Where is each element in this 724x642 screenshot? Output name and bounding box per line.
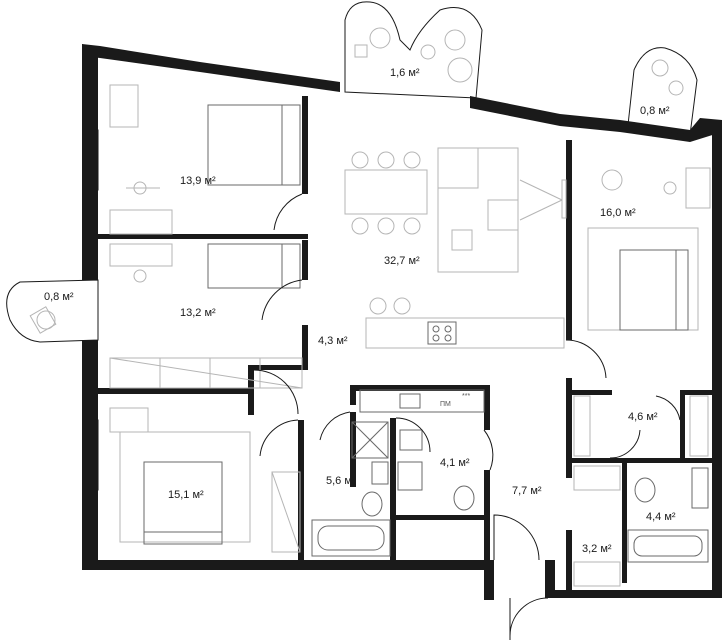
windows bbox=[83, 65, 611, 491]
bathroom-furniture bbox=[311, 421, 709, 563]
interior-walls bbox=[98, 96, 712, 590]
bedroom-1-furniture bbox=[109, 84, 301, 235]
area-bedroom-1: 13,9 м² bbox=[180, 175, 216, 187]
bedroom-3-furniture bbox=[109, 407, 301, 553]
area-bathroom-1: 5,6 м² bbox=[326, 475, 356, 487]
area-balcony-left: 0,8 м² bbox=[44, 291, 74, 303]
bedroom-2-furniture bbox=[109, 243, 303, 389]
balcony-left-shape bbox=[6, 279, 99, 343]
area-bedroom-3: 15,1 м² bbox=[168, 489, 204, 501]
area-balcony-right: 0,8 м² bbox=[640, 105, 670, 117]
living-kitchen-furniture bbox=[344, 147, 567, 349]
wardrobes bbox=[573, 395, 709, 587]
area-living-kitchen: 32,7 м² bbox=[384, 255, 420, 267]
doors bbox=[253, 193, 681, 640]
area-balcony-top: 1,6 м² bbox=[390, 67, 420, 79]
area-utility: 4,1 м² bbox=[440, 457, 470, 469]
balcony-right-shape bbox=[627, 47, 698, 136]
stove-marks: *** bbox=[462, 393, 470, 400]
area-bedroom-master: 16,0 м² bbox=[600, 207, 636, 219]
bedroom-master-furniture bbox=[587, 167, 711, 331]
area-bathroom-2: 4,4 м² bbox=[646, 511, 676, 523]
area-corridor: 7,7 м² bbox=[512, 485, 542, 497]
dishwasher-label: ПМ bbox=[440, 401, 451, 408]
area-bedroom-2: 13,2 м² bbox=[180, 307, 216, 319]
area-closet: 4,6 м² bbox=[628, 411, 658, 423]
balcony-top-shape bbox=[344, 1, 483, 99]
area-hall-small: 4,3 м² bbox=[318, 335, 348, 347]
room-labels: 1,6 м² 0,8 м² 0,8 м² 13,9 м² 13,2 м² 32,… bbox=[44, 67, 676, 555]
area-wardrobe: 3,2 м² bbox=[582, 543, 612, 555]
kitchen-counter: ПМ *** bbox=[359, 389, 485, 413]
